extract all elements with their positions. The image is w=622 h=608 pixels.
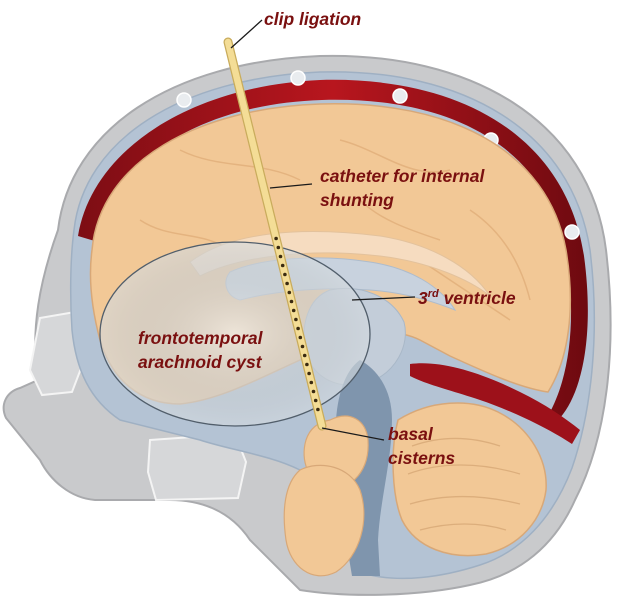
label-cyst-line1: frontotemporal [138, 328, 264, 348]
label-3rd-superscript: rd [428, 288, 439, 300]
label-catheter-line2: shunting [320, 190, 394, 210]
label-catheter-line1: catheter for internal [320, 166, 485, 186]
label-3rd-rest: ventricle [439, 288, 516, 308]
label-basal-line1: basal [388, 424, 434, 444]
label-3rd-number: 3 [418, 288, 428, 308]
label-basal-line2: cisterns [388, 448, 455, 468]
leader-clip-ligation [231, 20, 262, 48]
label-clip-ligation: clip ligation [264, 9, 361, 29]
label-cyst-line2: arachnoid cyst [138, 352, 263, 372]
